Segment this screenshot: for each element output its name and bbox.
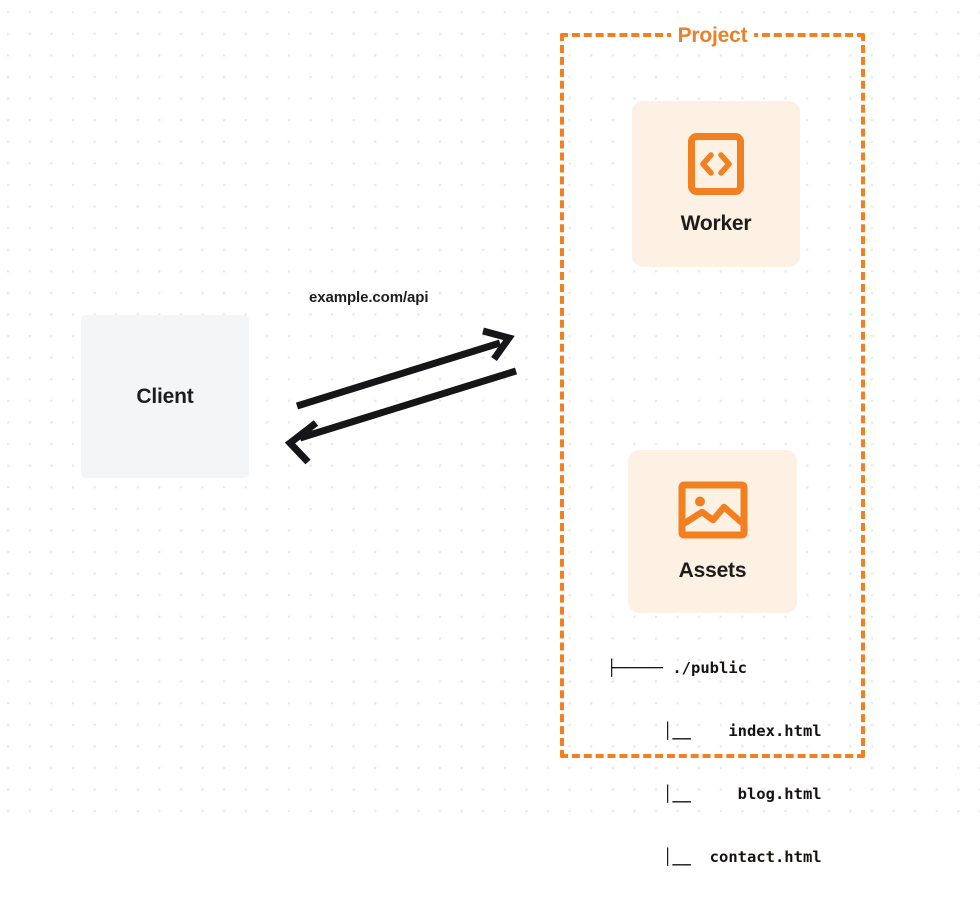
node-assets[interactable]: Assets [628, 450, 797, 613]
node-client-label: Client [136, 384, 194, 408]
edge-label: example.com/api [309, 289, 429, 306]
file-tree-row: │__ blog.html [607, 785, 822, 803]
node-client[interactable]: Client [81, 315, 249, 478]
group-project: Project [560, 24, 865, 758]
asset-file-tree: ├───── ./public │__ index.html │__ blog.… [607, 616, 822, 910]
node-worker-label: Worker [680, 212, 752, 235]
file-tree-row: │__ contact.html [607, 848, 822, 866]
diagram-canvas: Client example.com/api Project Worker [0, 0, 980, 866]
node-worker[interactable]: Worker [632, 101, 800, 267]
image-icon [678, 481, 748, 539]
file-tree-row: │__ index.html [607, 722, 822, 740]
response-arrow-icon [284, 367, 518, 465]
group-project-title: Project [670, 24, 755, 48]
code-brackets-icon [687, 132, 745, 196]
request-arrow-icon [295, 327, 515, 410]
file-tree-row: ├───── ./public [607, 659, 747, 677]
node-assets-label: Assets [678, 558, 747, 582]
